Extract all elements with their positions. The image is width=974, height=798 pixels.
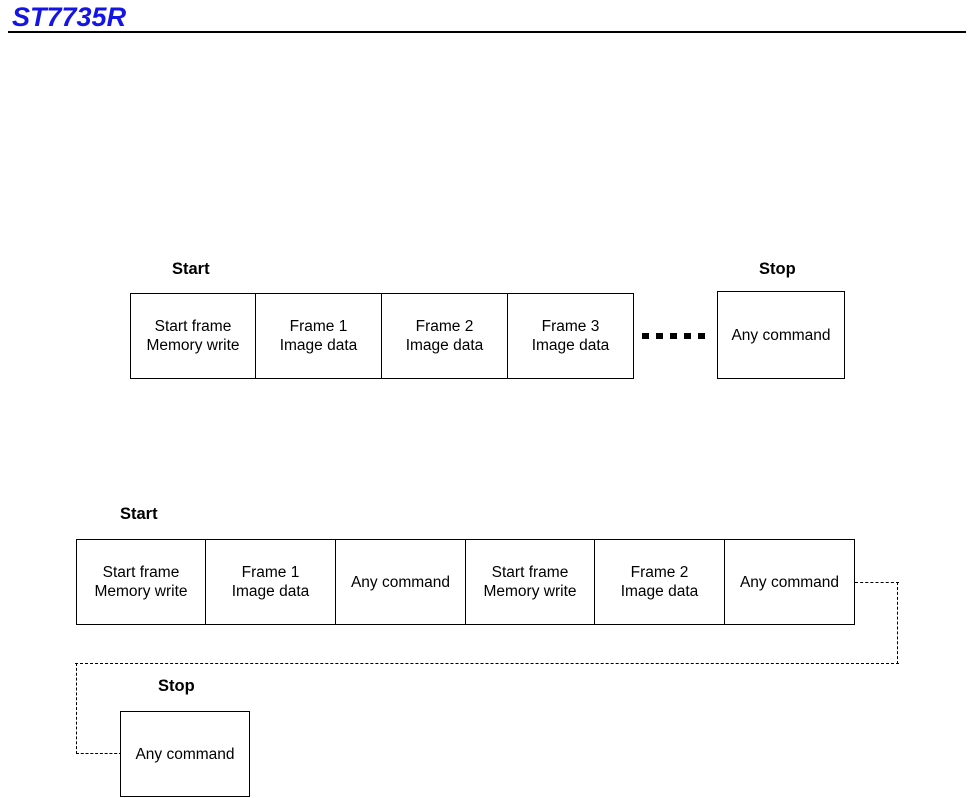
cell-line-1: Start frame <box>102 564 180 581</box>
diagram2-cell-start-frame-1: Start frame Memory write <box>76 539 206 625</box>
cell-line-2: Image data <box>405 337 484 354</box>
diagram2-wrap-segment-into-stop <box>76 753 122 754</box>
cell-line-2: Memory write <box>94 583 188 600</box>
cell-line-1: Any command <box>739 573 840 591</box>
diagram1-stop-label: Stop <box>759 260 796 278</box>
diagram1-cell-frame-3: Frame 3 Image data <box>507 293 634 379</box>
cell-line-2: Image data <box>620 583 699 600</box>
cell-line-1: Any command <box>350 573 451 591</box>
diagram1-cell-frame-2: Frame 2 Image data <box>381 293 508 379</box>
cell-line-1: Frame 2 <box>630 564 689 581</box>
diagram2-wrap-segment-across <box>75 663 899 664</box>
cell-line-2: Image data <box>279 337 358 354</box>
diagram2-cell-frame-1: Frame 1 Image data <box>205 539 336 625</box>
diagram2-wrap-segment-right <box>855 582 899 583</box>
diagram1-cell-start-frame: Start frame Memory write <box>130 293 256 379</box>
cell-line-1: Frame 3 <box>541 318 600 335</box>
diagram2-start-label: Start <box>120 505 158 523</box>
diagram2-wrap-segment-down-right <box>897 582 898 664</box>
diagram1-cell-frame-1: Frame 1 Image data <box>255 293 382 379</box>
diagram2-cell-frame-2: Frame 2 Image data <box>594 539 725 625</box>
diagram1-cell-stop-any-command: Any command <box>717 291 845 379</box>
diagram2-cell-start-frame-2: Start frame Memory write <box>465 539 595 625</box>
cell-line-2: Memory write <box>146 337 240 354</box>
header-divider <box>8 31 966 33</box>
cell-line-1: Start frame <box>491 564 569 581</box>
cell-line-2: Image data <box>531 337 610 354</box>
diagram2-cell-any-command-1: Any command <box>335 539 466 625</box>
cell-line-1: Frame 1 <box>241 564 300 581</box>
page-title: ST7735R <box>12 2 127 32</box>
cell-line-1: Any command <box>135 745 235 763</box>
cell-line-2: Memory write <box>483 583 577 600</box>
cell-line-1: Frame 2 <box>415 318 474 335</box>
diagram2-wrap-segment-down-left <box>76 663 77 754</box>
diagram1-continuation-dots <box>642 333 712 339</box>
cell-line-1: Any command <box>731 326 831 344</box>
cell-line-1: Frame 1 <box>289 318 348 335</box>
diagram2-cell-any-command-2: Any command <box>724 539 855 625</box>
diagram2-cell-stop-any-command: Any command <box>120 711 250 797</box>
cell-line-1: Start frame <box>154 318 232 335</box>
diagram1-start-label: Start <box>172 260 210 278</box>
diagram2-stop-label: Stop <box>158 677 195 695</box>
document-header: ST7735R <box>0 0 974 40</box>
cell-line-2: Image data <box>231 583 310 600</box>
